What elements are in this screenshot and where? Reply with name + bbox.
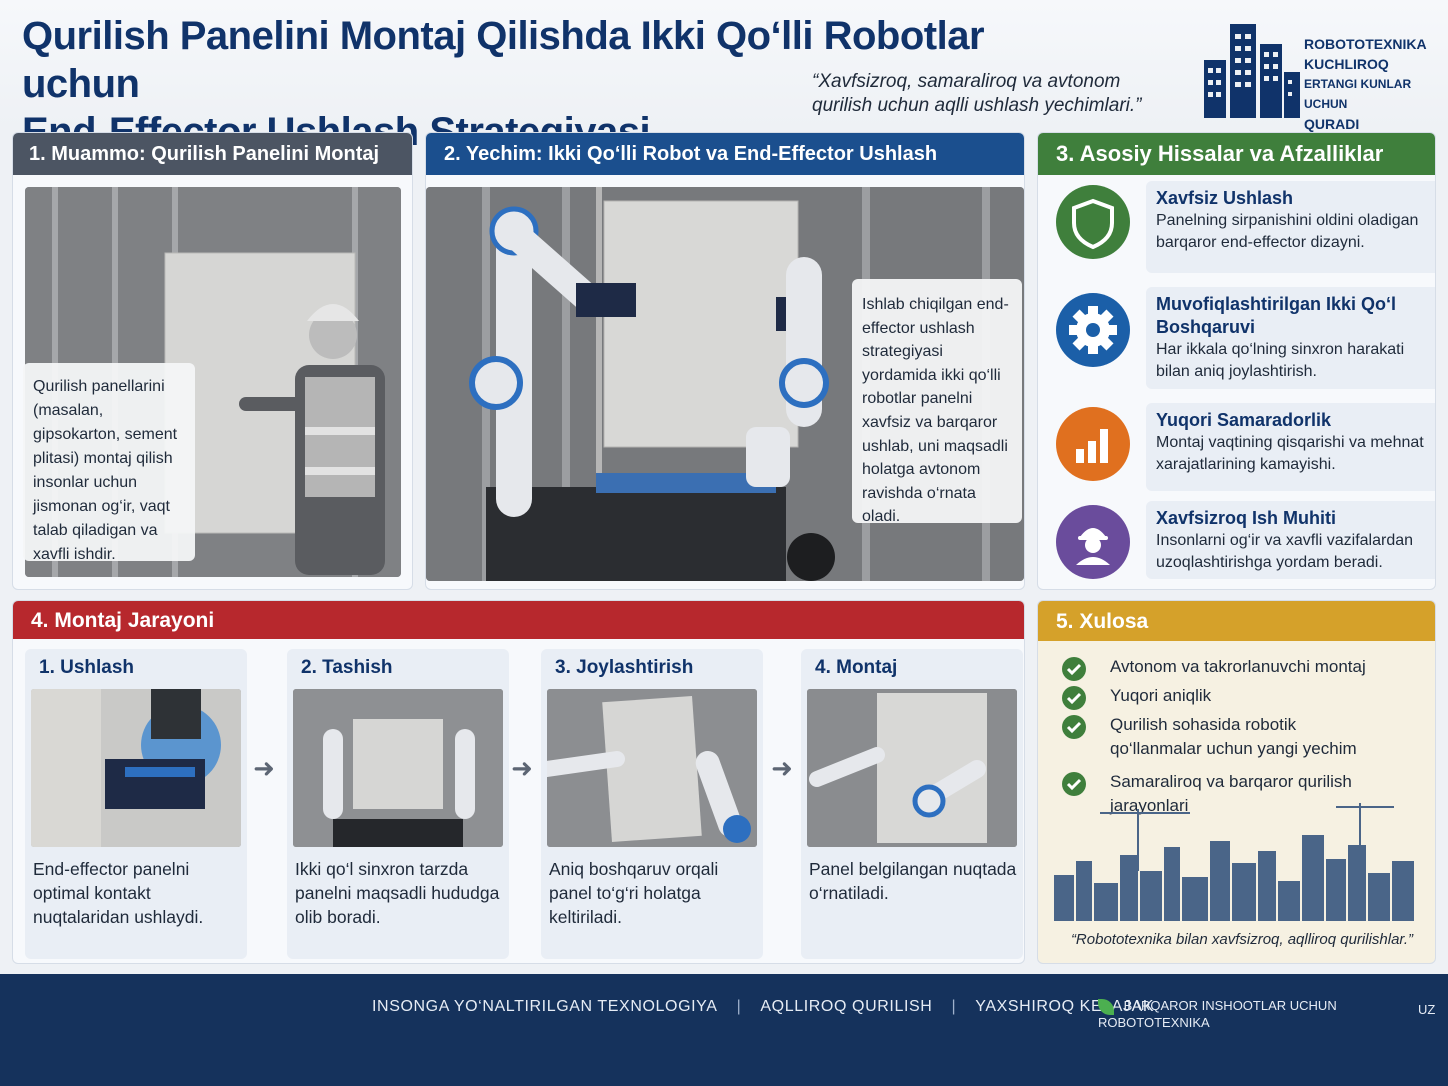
process-step-transport: 2. Tashish Ikki qo‘l sinxron tarzda pane… [287, 649, 509, 959]
brand-logo: ROBOTOTEXNIKA KUCHLIROQ ERTANGI KUNLAR U… [1200, 20, 1445, 132]
arrow-right-icon: ➜ [511, 753, 533, 783]
conclusion-text: Yuqori aniqlik [1110, 686, 1212, 705]
arrow-right-icon: ➜ [771, 753, 793, 783]
conclusion-text: Avtonom va takrorlanuvchi montaj [1110, 657, 1366, 676]
brand-text: ROBOTOTEXNIKA KUCHLIROQ ERTANGI KUNLAR U… [1304, 34, 1445, 134]
brand-line-2: KUCHLIROQ [1304, 56, 1389, 72]
step-desc: End-effector panelni optimal kontakt nuq… [33, 859, 204, 927]
tagline: “Xavfsizroq, samaraliroq va avtonom quri… [812, 70, 1172, 118]
worker-illustration [25, 187, 401, 577]
step-title: 1. Ushlash [39, 657, 135, 678]
step-title: 3. Joylashtirish [555, 657, 694, 678]
check-icon [1062, 772, 1086, 796]
step-desc: Panel belgilangan nuqtada o‘rnatiladi. [809, 859, 1017, 903]
footer-link: INSONGA YO‘NALTIRILGAN TEXNOLOGIYA [372, 998, 718, 1015]
solution-text: Ishlab chiqilgan end-effector ushlash st… [852, 279, 1022, 525]
problem-panel: 1. Muammo: Qurilish Panelini Montaj Qili… [12, 132, 413, 590]
check-icon [1062, 715, 1086, 739]
footer-separator: | [736, 998, 742, 1015]
step-desc: Aniq boshqaruv orqali panel to‘g‘ri hola… [549, 859, 719, 927]
step-desc: Ikki qo‘l sinxron tarzda panelni maqsadl… [295, 859, 500, 927]
tagline-line-1: “Xavfsizroq, samaraliroq va avtonom [812, 71, 1121, 92]
benefit-title: Xavfsizroq Ish Muhiti [1156, 508, 1337, 528]
footer-links: INSONGA YO‘NALTIRILGAN TEXNOLOGIYA | AQL… [372, 998, 1154, 1016]
benefit-card: Yuqori Samaradorlik Montaj vaqtining qis… [1146, 403, 1435, 491]
gear-icon [1056, 293, 1130, 367]
benefit-desc: Montaj vaqtining qisqarishi va mehnat xa… [1156, 434, 1424, 473]
city-buildings-icon [1204, 24, 1300, 118]
benefits-panel: 3. Asosiy Hissalar va Afzalliklar Xavfsi… [1037, 132, 1436, 590]
process-panel: 4. Montaj Jarayoni 1. Ushlash End-effect… [12, 600, 1025, 964]
benefit-dual-arm-control: Muvofiqlashtirilgan Ikki Qo‘l Boshqaruvi… [1056, 287, 1435, 389]
check-icon [1062, 657, 1086, 681]
benefit-safe-grip: Xavfsiz Ushlash Panelning sirpanishini o… [1056, 181, 1435, 273]
benefit-card: Xavfsiz Ushlash Panelning sirpanishini o… [1146, 181, 1435, 273]
step-image-install [807, 689, 1017, 847]
footer-link: AQLLIROQ QURILISH [760, 998, 933, 1015]
bar-chart-icon [1056, 407, 1130, 481]
step-image-position [547, 689, 757, 847]
step-image-grip [31, 689, 241, 847]
brand-line-1: ROBOTOTEXNIKA [1304, 36, 1427, 52]
solution-heading: 2. Yechim: Ikki Qo‘lli Robot va End-Effe… [426, 133, 1024, 207]
problem-heading: 1. Muammo: Qurilish Panelini Montaj Qili… [13, 133, 412, 207]
conclusion-text: Samaraliroq va barqaror qurilish jarayon… [1110, 772, 1352, 815]
footer-tagline: BARQAROR INSHOOTLAR UCHUN ROBOTOTEXNIKA [1098, 998, 1448, 1030]
footer-tagline-text: BARQAROR INSHOOTLAR UCHUN ROBOTOTEXNIKA [1098, 998, 1337, 1030]
language-code: UZ [1418, 1002, 1436, 1017]
check-icon [1062, 686, 1086, 710]
solution-panel: 2. Yechim: Ikki Qo‘lli Robot va End-Effe… [425, 132, 1025, 590]
worker-icon [1056, 505, 1130, 579]
city-skyline-illustration [1054, 803, 1414, 921]
benefit-title: Xavfsiz Ushlash [1156, 188, 1294, 208]
conclusion-heading: 5. Xulosa [1038, 601, 1435, 641]
footer: INSONGA YO‘NALTIRILGAN TEXNOLOGIYA | AQL… [0, 974, 1448, 1086]
conclusion-panel: 5. Xulosa Avtonom va takrorlanuvchi mont… [1037, 600, 1436, 964]
step-title: 2. Tashish [301, 657, 393, 678]
benefit-safer-workplace: Xavfsizroq Ish Muhiti Insonlarni og‘ir v… [1056, 501, 1435, 589]
brand-line-3: ERTANGI KUNLAR UCHUN [1304, 77, 1412, 111]
header: Qurilish Panelini Montaj Qilishda Ikki Q… [0, 0, 1448, 154]
conclusion-quote: “Robototexnika bilan xavfsizroq, aqlliro… [1070, 931, 1414, 948]
benefit-card: Muvofiqlashtirilgan Ikki Qo‘l Boshqaruvi… [1146, 287, 1435, 389]
benefits-heading: 3. Asosiy Hissalar va Afzalliklar [1038, 133, 1435, 175]
conclusion-text: Qurilish sohasida robotik qo‘llanmalar u… [1110, 715, 1357, 758]
benefit-title: Yuqori Samaradorlik [1156, 410, 1332, 430]
process-step-position: 3. Joylashtirish Aniq boshqaruv orqali p… [541, 649, 763, 959]
benefit-high-efficiency: Yuqori Samaradorlik Montaj vaqtining qis… [1056, 403, 1435, 491]
benefit-card: Xavfsizroq Ish Muhiti Insonlarni og‘ir v… [1146, 501, 1435, 579]
step-image-transport [293, 689, 503, 847]
tagline-line-2: qurilish uchun aqlli ushlash yechimlari.… [812, 95, 1142, 116]
step-title: 4. Montaj [815, 657, 898, 678]
process-step-grip: 1. Ushlash End-effector panelni optimal … [25, 649, 247, 959]
benefit-title: Muvofiqlashtirilgan Ikki Qo‘l Boshqaruvi [1156, 294, 1397, 337]
benefit-desc: Har ikkala qo‘lning sinxron harakati bil… [1156, 341, 1405, 380]
process-step-install: 4. Montaj Panel belgilangan nuqtada o‘rn… [801, 649, 1023, 959]
problem-text: Qurilish panellarini (masalan, gipsokart… [23, 363, 195, 563]
benefit-desc: Panelning sirpanishini oldini oladigan b… [1156, 212, 1419, 251]
title-line-1: Qurilish Panelini Montaj Qilishda Ikki Q… [22, 14, 985, 106]
brand-line-4: QURADI [1304, 116, 1360, 132]
benefit-desc: Insonlarni og‘ir va xavfli vazifalardan … [1156, 532, 1414, 571]
leaf-icon [1098, 998, 1114, 1015]
process-heading: 4. Montaj Jarayoni [13, 601, 1024, 639]
shield-icon [1056, 185, 1130, 259]
arrow-right-icon: ➜ [253, 753, 275, 783]
footer-separator: | [951, 998, 957, 1015]
